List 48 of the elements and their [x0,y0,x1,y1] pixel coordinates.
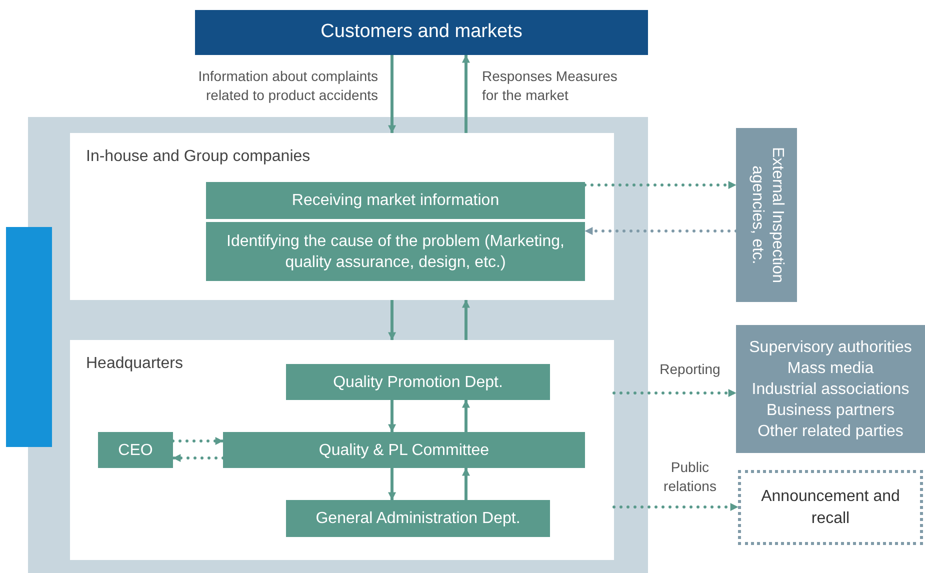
arrow [388,55,396,134]
arrow [612,502,740,511]
arrow [172,436,224,445]
arrow [584,227,738,236]
node-label: External Inspection agencies, etc. [748,146,786,286]
agencies-box [736,128,797,302]
arrow [388,468,396,500]
group-panel [28,117,648,573]
edge-label: Reporting [658,360,722,379]
node-label: CEO [118,440,153,460]
arrow [462,54,470,133]
section-panel [70,340,614,560]
announcement-box [738,470,923,545]
arrow [172,454,224,462]
arrow [462,300,470,340]
edge-label: Public relations [662,458,718,496]
node-label: Headquarters [86,354,183,374]
process-box [206,182,585,219]
parties-box [736,325,925,453]
node-label: Quality Promotion Dept. [333,372,503,392]
edge-label: Responses Measures for the market [482,67,618,105]
node-label: Industrial associations [752,380,910,400]
node-label: General Administration Dept. [316,509,520,529]
node-label: Announcement and recall [760,486,901,528]
node-label: Identifying the cause of the problem (Marketing, quality assurance, design, etc.) [226,232,566,272]
node-label: Receiving market information [292,191,500,211]
process-box [223,432,585,468]
arrow [612,388,738,397]
node-label: Quality & PL Committee [318,440,490,460]
arrow [584,180,738,189]
node-label: In-house and Group companies [86,147,310,167]
edge-label: Information about complaints related to product accidents [197,67,378,105]
process-box [286,364,550,400]
arrow [462,400,470,432]
customers-box [195,10,648,55]
process-box [286,500,550,537]
node-label: Other related parties [758,422,904,442]
node-label: Supervisory authorities [749,338,912,358]
process-box [206,222,585,281]
arrow [388,400,396,432]
node-label: Business partners [766,400,895,420]
group-bar [6,227,52,447]
arrow [388,300,396,340]
process-box [98,432,173,468]
node-label: Customers and markets [320,20,522,44]
section-panel [70,133,614,300]
node-label: Mass media [787,358,874,378]
arrow [462,468,470,500]
